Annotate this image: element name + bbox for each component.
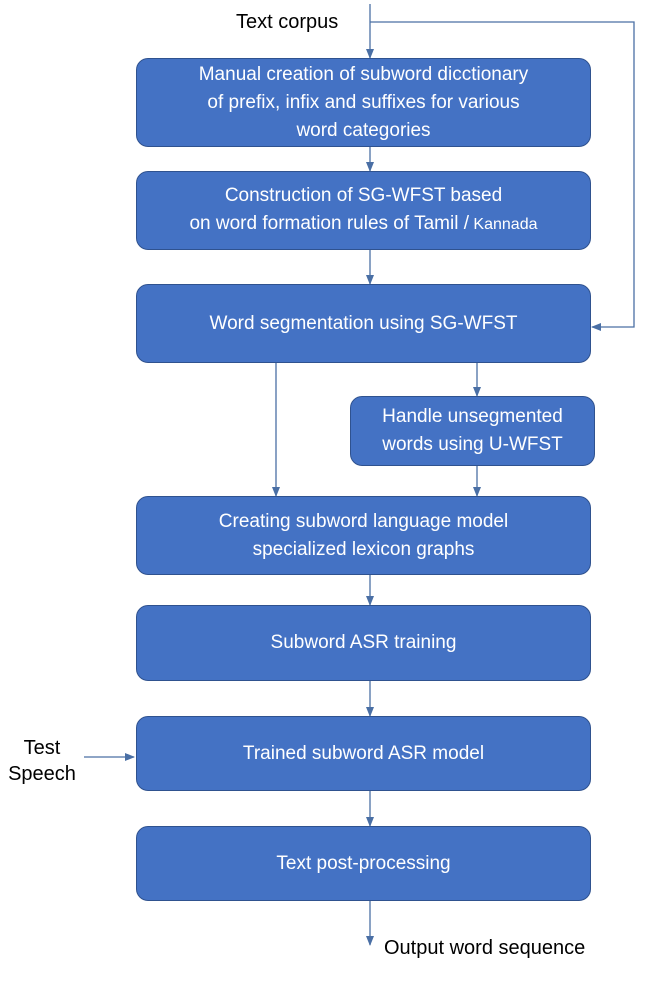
asr-training-box: Subword ASR training [136, 605, 591, 681]
handle-unsegmented-line2: words using U-WFST [382, 434, 563, 455]
handle-unsegmented-line1: Handle unsegmented [382, 406, 563, 427]
word-segmentation-box: Word segmentation using SG-WFST [136, 284, 591, 363]
creating-lm-line2: specialized lexicon graphs [252, 538, 475, 560]
creating-lm-box: Creating subword language model speciali… [136, 496, 591, 575]
construction-line2-kannada: Kannada [468, 216, 538, 233]
trained-model-line1: Trained subword ASR model [242, 742, 485, 764]
test-speech-line1: Test [23, 737, 61, 759]
construction-line2: on word formation rules of Tamil / Kanna… [189, 210, 537, 239]
trained-model-box: Trained subword ASR model [136, 716, 591, 791]
output-word-sequence-label: Output word sequence [384, 937, 586, 959]
construction-line2-main: on word formation rules of Tamil / [189, 213, 469, 234]
post-processing-line1: Text post-processing [276, 852, 451, 874]
manual-creation-box: Manual creation of subword dicctionary o… [136, 58, 591, 147]
test-speech-line2: Speech [8, 763, 76, 785]
test-speech-label: Test Speech [6, 735, 78, 787]
word-segmentation-line1: Word segmentation using SG-WFST [209, 312, 518, 334]
manual-creation-line3: word categories [296, 119, 431, 141]
text-corpus-label: Text corpus [236, 11, 339, 33]
construction-box: Construction of SG-WFST based on word fo… [136, 171, 591, 250]
post-processing-box: Text post-processing [136, 826, 591, 901]
handle-unsegmented-box: Handle unsegmented words using U-WFST [350, 396, 595, 466]
manual-creation-line1: Manual creation of subword dicctionary [198, 63, 529, 85]
asr-training-line1: Subword ASR training [270, 632, 457, 653]
construction-line1: Construction of SG-WFST based [224, 185, 503, 206]
arrow-corpus-bypass-to-segmentation [370, 21, 635, 331]
manual-creation-line2: of prefix, infix and suffixes for variou… [207, 91, 520, 113]
creating-lm-line1: Creating subword language model [218, 510, 509, 532]
